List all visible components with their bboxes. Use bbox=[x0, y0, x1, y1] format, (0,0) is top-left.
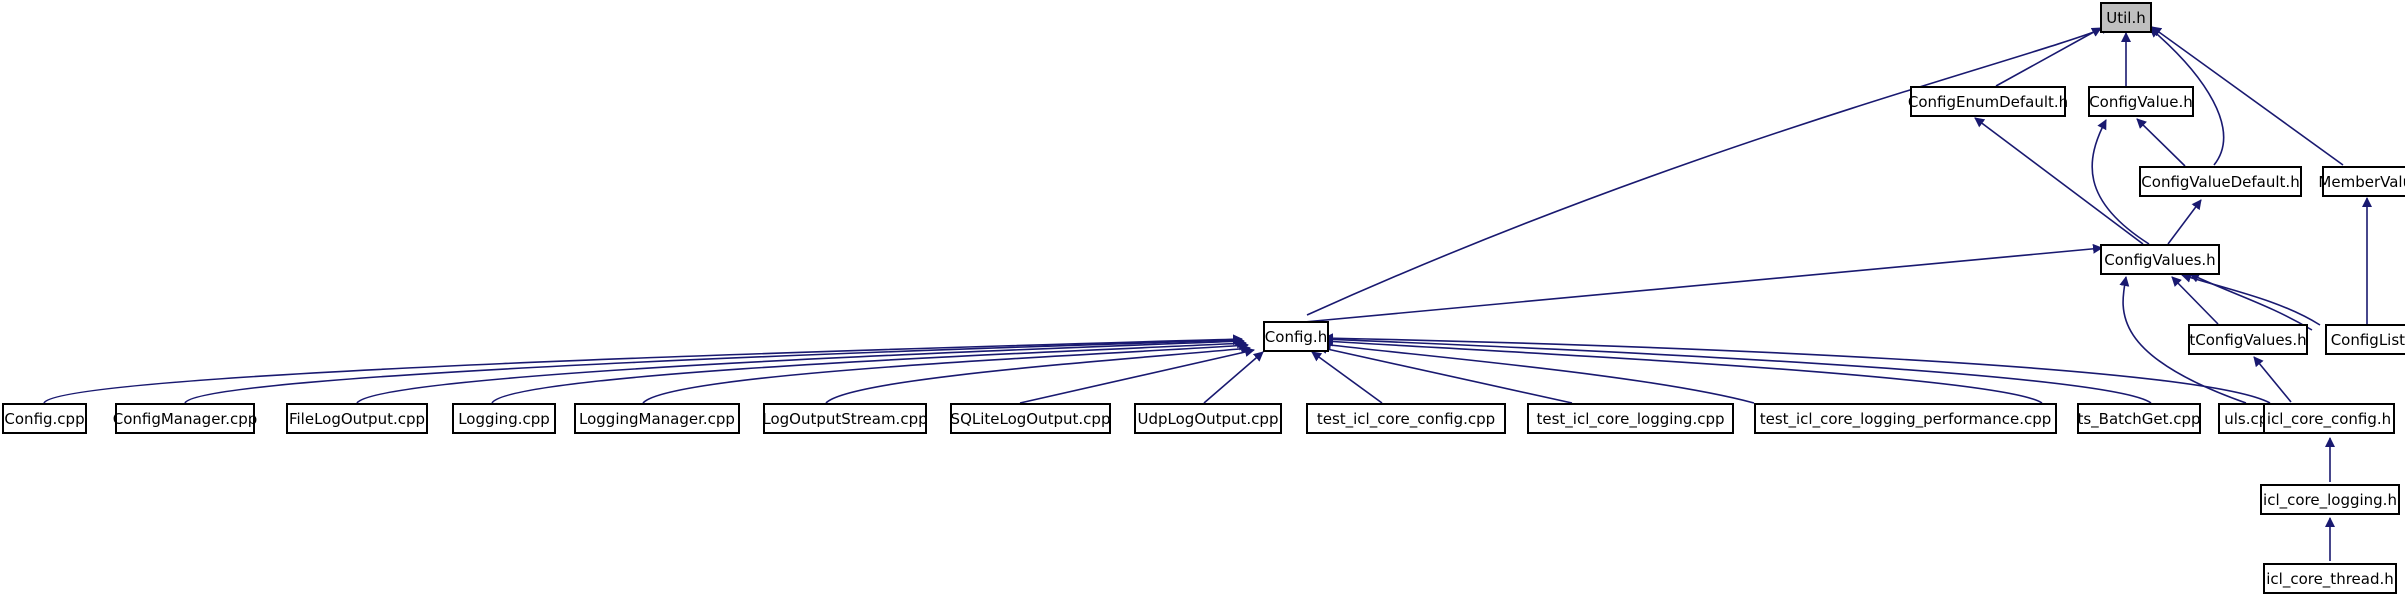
node-test-icl-core-logging-cpp[interactable]: test_icl_core_logging.cpp bbox=[1527, 403, 1734, 434]
node-config-list-h[interactable]: ConfigList.h bbox=[2325, 324, 2405, 355]
edge-membervalue-to-util-h bbox=[2151, 26, 2344, 166]
edge-configvalues-to-configenumdefault bbox=[1974, 117, 2144, 245]
edge-sqlite-log-output-to-config-h bbox=[1019, 347, 1255, 404]
edge-config-h-to-util-h bbox=[1306, 24, 2111, 316]
edge-test-icl-logging-perf-to-config-h bbox=[1321, 340, 1755, 404]
edge-config-h-to-configvalues bbox=[1303, 243, 2103, 323]
node-member-value-h[interactable]: MemberValue.h bbox=[2318, 166, 2405, 197]
node-ts-batch-get-cpp[interactable]: ts_BatchGet.cpp bbox=[2077, 403, 2201, 434]
node-logging-manager-cpp[interactable]: LoggingManager.cpp bbox=[574, 403, 740, 434]
edge-configvaluedefault-to-configvalue bbox=[2136, 118, 2186, 167]
node-util-h: Util.h bbox=[2100, 2, 2152, 33]
edge-tconfigvalues-to-configvalues bbox=[2171, 276, 2219, 325]
edge-uls-cpp-to-config-h bbox=[1323, 334, 2152, 404]
node-test-icl-core-config-cpp[interactable]: test_icl_core_config.cpp bbox=[1306, 403, 1506, 434]
node-config-value-default-h[interactable]: ConfigValueDefault.h bbox=[2139, 166, 2302, 197]
node-t-config-values-h[interactable]: tConfigValues.h bbox=[2188, 324, 2308, 355]
edge-logging-manager-to-config-h bbox=[642, 340, 1249, 404]
node-config-enum-default-h[interactable]: ConfigEnumDefault.h bbox=[1908, 86, 2068, 117]
edge-logging-cpp-to-config-h bbox=[491, 338, 1247, 404]
node-config-manager-cpp[interactable]: ConfigManager.cpp bbox=[113, 403, 257, 434]
node-icl-core-config-h[interactable]: icl_core_config.h bbox=[2263, 403, 2395, 434]
edge-udp-log-output-to-config-h bbox=[1203, 351, 1264, 404]
node-file-log-output-cpp[interactable]: FileLogOutput.cpp bbox=[286, 403, 428, 434]
edge-ts-batchget-to-config-h bbox=[1323, 336, 2043, 404]
node-config-cpp[interactable]: Config.cpp bbox=[2, 403, 87, 434]
node-config-value-h[interactable]: ConfigValue.h bbox=[2088, 86, 2194, 117]
edge-log-output-stream-to-config-h bbox=[825, 343, 1251, 404]
edge-configvaluedefault-to-util-h bbox=[2149, 27, 2225, 166]
node-udp-log-output-cpp[interactable]: UdpLogOutput.cpp bbox=[1134, 403, 1282, 434]
node-config-h[interactable]: Config.h bbox=[1263, 321, 1329, 352]
edge-icl-config-to-config-h bbox=[1323, 333, 2271, 404]
edge-test-icl-core-config-to-config-h bbox=[1311, 351, 1383, 404]
node-sqlite-log-output-cpp[interactable]: SQLiteLogOutput.cpp bbox=[950, 403, 1111, 434]
edge-icl-config-to-tconfigvalues bbox=[2253, 356, 2292, 403]
edge-config-manager-to-config-h bbox=[184, 335, 1243, 404]
node-log-output-stream-cpp[interactable]: LogOutputStream.cpp bbox=[762, 403, 928, 434]
node-icl-core-thread-h[interactable]: icl_core_thread.h bbox=[2263, 563, 2397, 594]
node-logging-cpp[interactable]: Logging.cpp bbox=[452, 403, 556, 434]
edge-configlist-b-to-configvalues bbox=[2189, 273, 2313, 331]
edge-configvalues-to-configvaluedefault bbox=[2167, 199, 2202, 245]
node-config-values-h[interactable]: ConfigValues.h bbox=[2100, 244, 2220, 275]
edge-config-cpp-to-config-h bbox=[43, 334, 1243, 404]
node-icl-core-logging-h[interactable]: icl_core_logging.h bbox=[2260, 484, 2400, 515]
edge-test-icl-core-logging-to-config-h bbox=[1317, 344, 1573, 404]
node-test-icl-core-logging-performance-cpp[interactable]: test_icl_core_logging_performance.cpp bbox=[1754, 403, 2057, 434]
edge-configenumdefault-to-util-h bbox=[1995, 27, 2102, 87]
edge-layer bbox=[43, 24, 2372, 561]
edge-file-log-output-to-config-h bbox=[356, 336, 1245, 404]
edge-configvalues-to-configvalue bbox=[2091, 119, 2150, 245]
